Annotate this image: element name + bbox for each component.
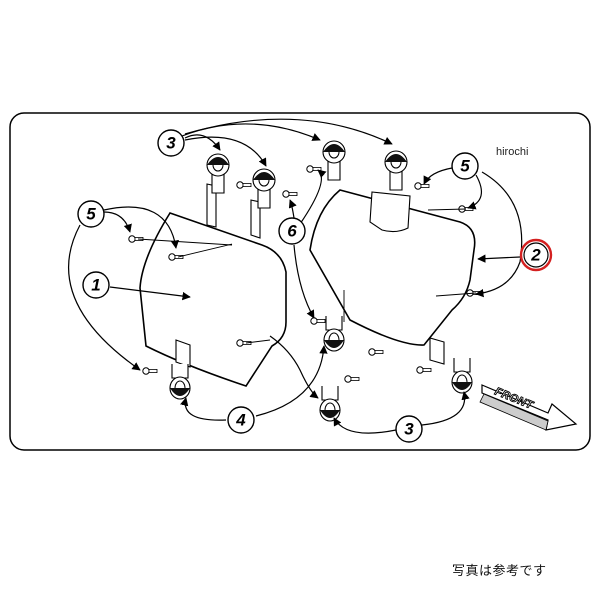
svg-text:4: 4: [235, 411, 246, 430]
svg-text:2: 2: [530, 246, 541, 265]
svg-text:1: 1: [91, 276, 100, 295]
front-direction-arrow: FRONT: [479, 384, 578, 431]
callout-6: 6: [278, 217, 306, 245]
callout-2: 2: [519, 238, 553, 272]
reference-caption: 写真は参考です: [452, 564, 547, 579]
clamp-bottom-mid-a: [323, 315, 345, 352]
right-panel-tab: [429, 337, 445, 365]
svg-text:6: 6: [287, 222, 297, 241]
callout-1: 1: [82, 271, 110, 299]
svg-text:3: 3: [404, 420, 414, 439]
left-panel-tab-mid: [250, 199, 261, 239]
callout-3-top: 3: [157, 129, 185, 157]
svg-text:5: 5: [460, 157, 470, 176]
clamp-bottom-mid-b: [319, 385, 341, 422]
callout-5-left: 5: [77, 200, 105, 228]
brand-watermark: hirochi: [496, 146, 529, 158]
callout-4: 4: [227, 406, 255, 434]
svg-text:5: 5: [86, 205, 96, 224]
clamp-bottom-right: [451, 357, 473, 394]
right-panel-top-bracket: [369, 191, 411, 233]
clamp-bottom-left: [169, 363, 191, 400]
callout-3-bottom: 3: [395, 415, 423, 443]
callout-5-right: 5: [451, 152, 479, 180]
svg-text:3: 3: [166, 134, 176, 153]
right-side-cover-panel: [309, 189, 476, 346]
left-panel-tab-bottom: [175, 339, 191, 368]
